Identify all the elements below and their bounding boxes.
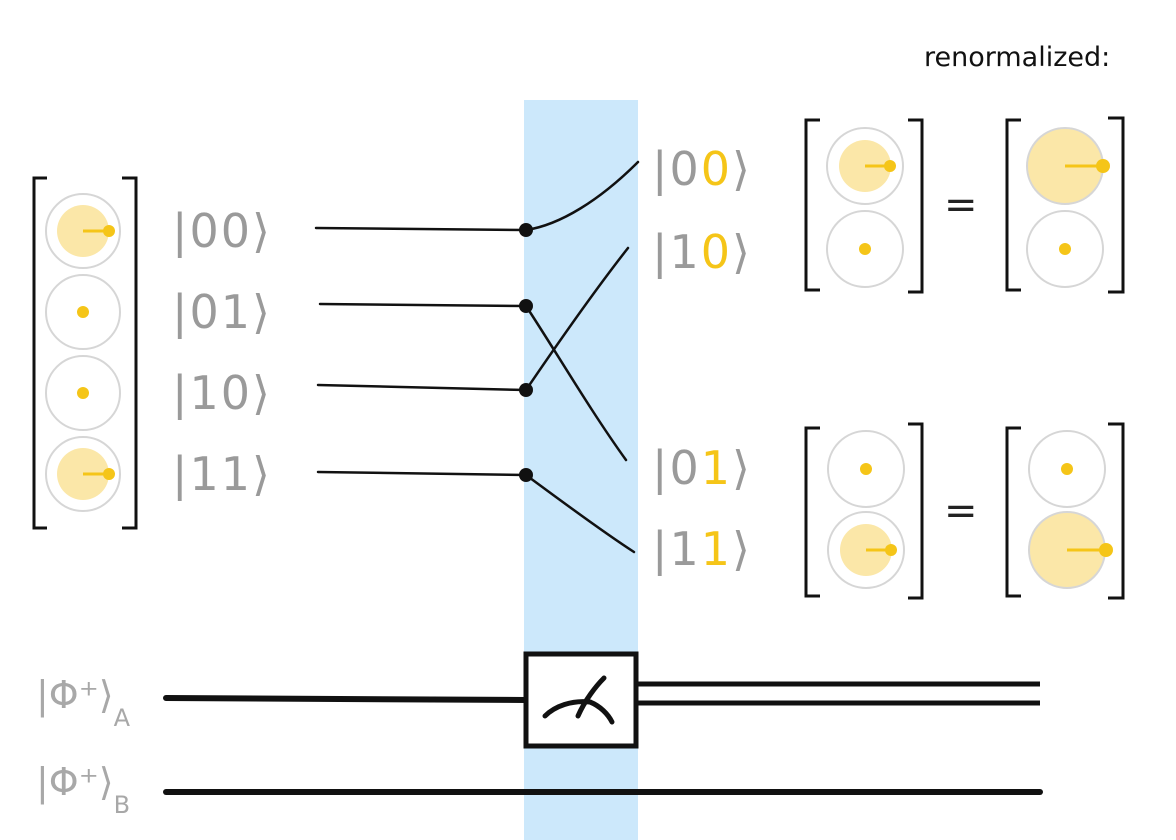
amplitude-circle-11-renormalized — [1028, 511, 1113, 589]
right-bracket — [1108, 116, 1125, 294]
route-01 — [524, 304, 628, 462]
right-bracket — [1108, 422, 1125, 600]
qubit-a-label: |Φ⁺⟩A — [36, 673, 131, 732]
renormalized-label: renormalized: — [924, 42, 1110, 73]
ket-label-01: |01⟩ — [172, 285, 272, 340]
route-00 — [524, 160, 640, 232]
amplitude-circle-11 — [827, 511, 905, 589]
ket-label-00: |00⟩ — [172, 204, 272, 259]
wire-10 — [316, 383, 528, 392]
wire-01 — [318, 302, 528, 308]
amplitude-circle-00-renormalized — [1026, 127, 1110, 205]
amplitude-circle-00 — [45, 193, 121, 269]
amplitude-circle-00 — [826, 127, 904, 205]
right-bracket — [908, 422, 924, 600]
wire-00 — [314, 226, 528, 232]
basis-wires — [314, 160, 640, 554]
measurement-gate — [523, 651, 639, 749]
right-bracket — [908, 118, 924, 294]
outcome-ket-10: |10⟩ — [652, 225, 752, 280]
measurement-icon — [542, 675, 615, 725]
outcome-ket-00: |00⟩ — [652, 142, 752, 197]
amplitude-circle-01 — [827, 430, 905, 508]
amplitude-circle-10 — [826, 210, 904, 288]
ket-label-10: |10⟩ — [172, 366, 272, 421]
outcome-ket-11: |11⟩ — [652, 522, 752, 577]
left-bracket — [1005, 426, 1021, 598]
route-10 — [524, 246, 630, 392]
amplitude-circle-10 — [45, 355, 121, 431]
amplitude-circle-01 — [45, 274, 121, 350]
left-bracket — [804, 118, 820, 292]
input-state-vector — [32, 176, 138, 530]
qubit-a-wire — [163, 695, 529, 703]
left-bracket — [1005, 118, 1021, 292]
equals-sign-1: = — [944, 488, 978, 534]
qubit-b-label: |Φ⁺⟩B — [36, 760, 130, 819]
outcome-1-renormalized-vector — [1005, 422, 1125, 600]
equals-sign-0: = — [944, 182, 978, 228]
route-11 — [524, 473, 636, 554]
ket-label-11: |11⟩ — [172, 447, 272, 502]
amplitude-circle-11 — [45, 436, 121, 512]
outcome-1-vector — [804, 422, 924, 600]
classical-output-wire — [636, 681, 1040, 706]
outcome-0-renormalized-vector — [1005, 116, 1125, 294]
wire-11 — [316, 470, 528, 477]
wire-junction-dots — [519, 223, 533, 482]
outcome-ket-01: |01⟩ — [652, 441, 752, 496]
left-bracket — [32, 176, 47, 530]
outcome-0-vector — [804, 118, 924, 294]
right-bracket — [122, 176, 138, 530]
amplitude-circle-10-renormalized — [1026, 210, 1104, 288]
left-bracket — [804, 426, 820, 598]
amplitude-circle-01-renormalized — [1028, 430, 1106, 508]
